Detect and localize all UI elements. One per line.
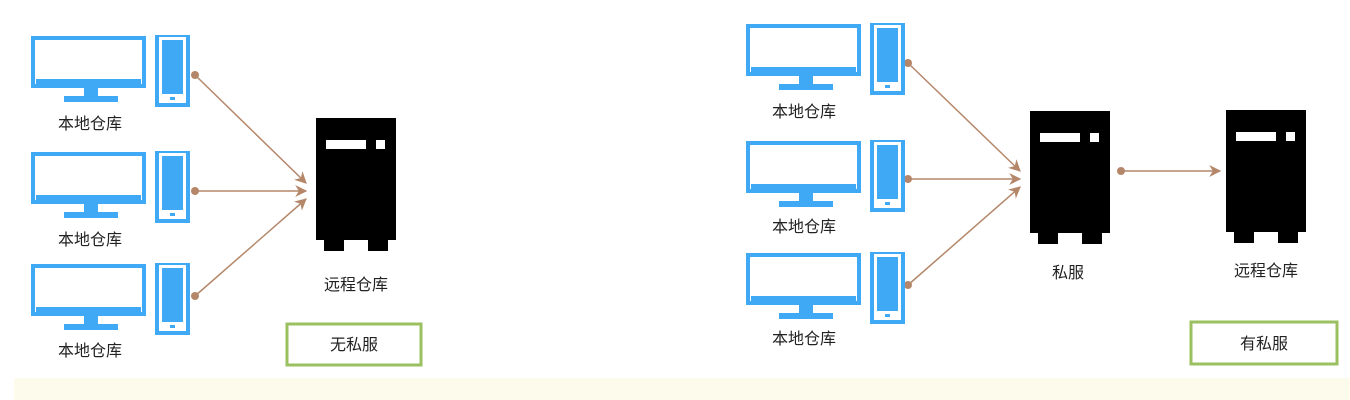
computer-icon — [31, 35, 190, 107]
private-server-label: 私服 — [1052, 263, 1084, 282]
server-icon — [1226, 110, 1306, 243]
server-icon — [1030, 111, 1110, 244]
client-label: 本地仓库 — [58, 341, 122, 360]
connector-dot — [191, 71, 199, 79]
right-connectors — [907, 62, 1222, 286]
caption-box — [1189, 320, 1339, 366]
right-panel: 本地仓库 本地仓库 本地仓库 私服 远程仓库 有私服 — [746, 23, 1339, 366]
caption-box — [285, 322, 423, 367]
connector-dot — [1117, 167, 1125, 175]
caption-label: 有私服 — [1240, 334, 1288, 353]
left-connectors — [194, 74, 308, 297]
arrow-connector — [907, 186, 1021, 286]
connector-dot — [191, 187, 199, 195]
connector-dot — [904, 175, 912, 183]
client-label: 本地仓库 — [58, 230, 122, 249]
arrow-connector — [907, 62, 1021, 172]
arrow-connector — [194, 198, 307, 297]
caption-label: 无私服 — [330, 335, 378, 354]
computer-icon — [31, 263, 190, 335]
computer-icon — [746, 252, 905, 324]
left-panel: 本地仓库 本地仓库 本地仓库 远程仓库 无私服 — [31, 35, 423, 367]
connector-dot — [191, 292, 199, 300]
client-label: 本地仓库 — [58, 114, 122, 133]
client-label: 本地仓库 — [772, 329, 836, 348]
server-label: 远程仓库 — [1234, 261, 1298, 280]
server-icon — [316, 118, 396, 251]
bottom-highlight-strip — [14, 378, 1350, 400]
computer-icon — [746, 140, 905, 212]
client-label: 本地仓库 — [772, 217, 836, 236]
computer-icon — [746, 23, 905, 95]
connector-dot — [904, 281, 912, 289]
connector-dot — [904, 59, 912, 67]
client-label: 本地仓库 — [772, 102, 836, 121]
arrow-connector — [194, 74, 307, 184]
computer-icon — [31, 151, 190, 223]
server-label: 远程仓库 — [324, 275, 388, 294]
